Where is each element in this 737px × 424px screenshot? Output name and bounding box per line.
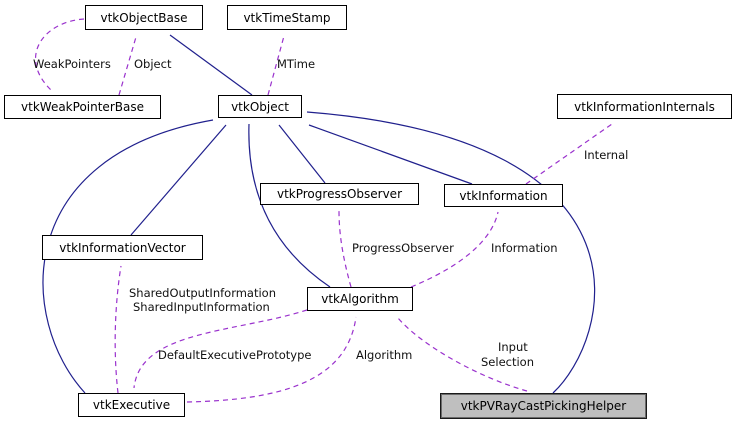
edge-inherit-vtkpvraycastpickinghelper-to-vtkobject — [306, 111, 596, 394]
node-vtkinformationinternals[interactable]: vtkInformationInternals — [557, 94, 732, 119]
edge-usage-defaultexecutiveprototype — [133, 309, 308, 389]
edge-usage-weakpointers — [34, 18, 85, 91]
edge-label-mtime: MTime — [277, 57, 315, 71]
edge-label-sharedinputinformation: SharedInputInformation — [133, 300, 270, 314]
edge-inherit-vtkalgorithm-to-vtkobject — [248, 123, 331, 288]
node-vtkinformationvector[interactable]: vtkInformationVector — [42, 235, 203, 260]
edge-label-input: Input — [498, 340, 528, 354]
node-vtkalgorithm[interactable]: vtkAlgorithm — [307, 287, 413, 311]
node-label: vtkObjectBase — [100, 10, 188, 25]
edge-label-weakpointers: WeakPointers — [33, 57, 111, 71]
edge-usage-progressobserver — [338, 210, 352, 288]
edge-label-selection: Selection — [481, 355, 534, 369]
node-label: vtkObject — [231, 99, 289, 114]
edge-label-internal: Internal — [584, 148, 628, 162]
node-label: vtkWeakPointerBase — [21, 100, 144, 114]
edge-usage-sharedinformation — [114, 265, 122, 394]
node-label: vtkTimeStamp — [243, 10, 331, 25]
node-vtkprogressobserver[interactable]: vtkProgressObserver — [260, 183, 419, 205]
node-label: vtkInformationVector — [59, 240, 186, 255]
edge-usage-mtime — [267, 35, 285, 96]
edge-usage-algorithm — [186, 316, 357, 403]
edge-inherit-vtkobject-to-vtkobjectbase — [169, 34, 253, 96]
edge-label-sharedoutputinformation: SharedOutputInformation — [129, 286, 276, 300]
edge-label-algorithm: Algorithm — [356, 348, 412, 362]
node-label: vtkInformationInternals — [574, 99, 715, 114]
edge-label-information: Information — [491, 241, 558, 255]
edge-usage-object — [118, 36, 137, 96]
node-vtkexecutive[interactable]: vtkExecutive — [78, 393, 185, 417]
edge-usage-information — [410, 211, 499, 288]
edge-inherit-vtkinformation-to-vtkobject — [308, 124, 473, 185]
node-vtkinformation[interactable]: vtkInformation — [444, 184, 563, 207]
node-vtkweakpointerbase[interactable]: vtkWeakPointerBase — [4, 95, 161, 119]
edge-usage-input-selection — [397, 317, 528, 392]
edge-label-progressobserver: ProgressObserver — [352, 241, 454, 255]
node-label: vtkExecutive — [92, 398, 171, 412]
node-vtkobject[interactable]: vtkObject — [218, 95, 302, 118]
node-label: vtkAlgorithm — [321, 292, 399, 306]
node-vtktimestamp[interactable]: vtkTimeStamp — [227, 5, 347, 30]
edge-inherit-vtkprogressobserver-to-vtkobject — [278, 124, 326, 184]
node-label: vtkPVRayCastPickingHelper — [460, 399, 627, 413]
edge-label-defaultexecutiveprototype: DefaultExecutivePrototype — [158, 348, 312, 362]
node-label: vtkProgressObserver — [276, 187, 402, 201]
edge-inherit-vtkinformationvector-to-vtkobject — [130, 124, 227, 236]
node-label: vtkInformation — [459, 188, 548, 203]
node-vtkpvraycastpickinghelper: vtkPVRayCastPickingHelper — [440, 393, 647, 419]
node-vtkobjectbase[interactable]: vtkObjectBase — [85, 5, 203, 30]
edge-label-object: Object — [134, 57, 172, 71]
